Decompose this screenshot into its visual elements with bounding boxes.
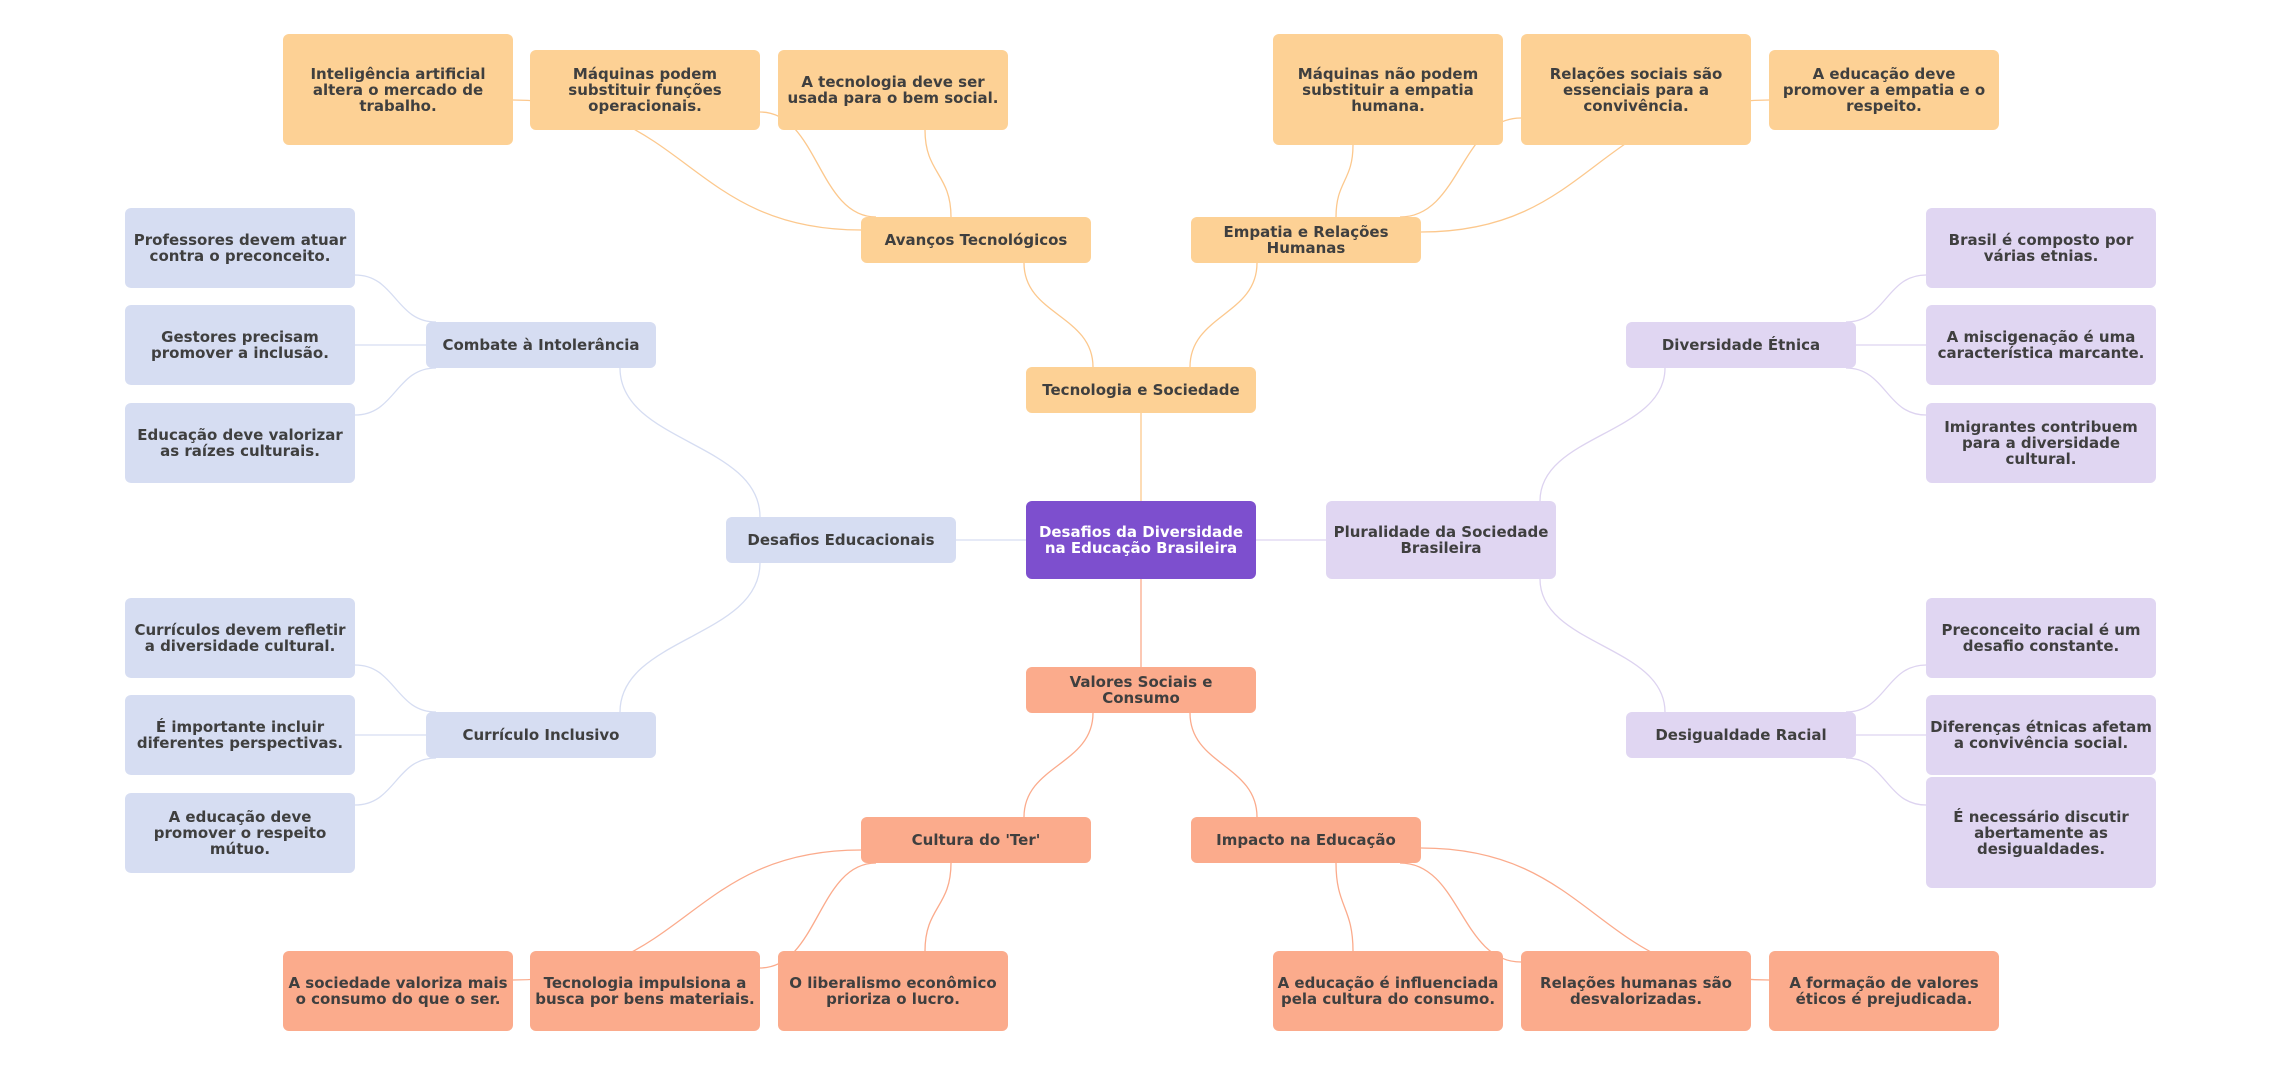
edge-des-curriculo [619, 562, 761, 713]
edge-impacto-leaf2 [1399, 862, 1522, 963]
node-impacto-educacao[interactable]: Impacto na Educação [1191, 817, 1421, 863]
edge-val-impacto [1189, 712, 1258, 818]
edge-avancos-leaf3 [924, 129, 952, 218]
edge-diversidade-leaf3 [1845, 367, 1927, 416]
branch-pluralidade[interactable]: Pluralidade da Sociedade Brasileira [1326, 501, 1556, 579]
leaf-empatia-2[interactable]: Relações sociais são essenciais para a c… [1521, 34, 1751, 145]
edge-cultura-leaf3 [924, 862, 952, 952]
leaf-avancos-1[interactable]: Inteligência artificial altera o mercado… [283, 34, 513, 145]
leaf-avancos-2[interactable]: Máquinas podem substituir funções operac… [530, 50, 760, 130]
edge-val-cultura [1023, 712, 1094, 818]
leaf-combate-3[interactable]: Educação deve valorizar as raízes cultur… [125, 403, 355, 483]
leaf-cultura-3[interactable]: O liberalismo econômico prioriza o lucro… [778, 951, 1008, 1031]
edge-curriculo-leaf1 [354, 664, 437, 713]
leaf-cultura-2[interactable]: Tecnologia impulsiona a busca por bens m… [530, 951, 760, 1031]
leaf-cultura-1[interactable]: A sociedade valoriza mais o consumo do q… [283, 951, 513, 1031]
edge-tec-empatia [1189, 262, 1258, 368]
node-avancos-tecnologicos[interactable]: Avanços Tecnológicos [861, 217, 1091, 263]
edge-diversidade-leaf1 [1845, 274, 1927, 323]
leaf-curriculo-1[interactable]: Currículos devem refletir a diversidade … [125, 598, 355, 678]
leaf-impacto-3[interactable]: A formação de valores éticos é prejudica… [1769, 951, 1999, 1031]
leaf-curriculo-3[interactable]: A educação deve promover o respeito mútu… [125, 793, 355, 873]
leaf-curriculo-2[interactable]: É importante incluir diferentes perspect… [125, 695, 355, 775]
leaf-empatia-3[interactable]: A educação deve promover a empatia e o r… [1769, 50, 1999, 130]
edge-combate-leaf3 [354, 367, 437, 416]
node-combate-intolerancia[interactable]: Combate à Intolerância [426, 322, 656, 368]
leaf-combate-2[interactable]: Gestores precisam promover a inclusão. [125, 305, 355, 385]
edge-curriculo-leaf3 [354, 757, 437, 806]
edge-plu-diversidade [1539, 367, 1666, 502]
leaf-impacto-1[interactable]: A educação é influenciada pela cultura d… [1273, 951, 1503, 1031]
branch-tecnologia-sociedade[interactable]: Tecnologia e Sociedade [1026, 367, 1256, 413]
edge-plu-desigualdade [1539, 578, 1666, 713]
edge-desigualdade-leaf3 [1845, 757, 1927, 806]
node-curriculo-inclusivo[interactable]: Currículo Inclusivo [426, 712, 656, 758]
leaf-desigualdade-1[interactable]: Preconceito racial é um desafio constant… [1926, 598, 2156, 678]
edge-tec-avancos [1023, 262, 1094, 368]
leaf-desigualdade-2[interactable]: Diferenças étnicas afetam a convivência … [1926, 695, 2156, 775]
node-desigualdade-racial[interactable]: Desigualdade Racial [1626, 712, 1856, 758]
leaf-diversidade-3[interactable]: Imigrantes contribuem para a diversidade… [1926, 403, 2156, 483]
leaf-empatia-1[interactable]: Máquinas não podem substituir a empatia … [1273, 34, 1503, 145]
edge-empatia-leaf1 [1335, 144, 1354, 218]
leaf-desigualdade-3[interactable]: É necessário discutir abertamente as des… [1926, 777, 2156, 888]
edge-combate-leaf1 [354, 274, 437, 323]
edge-desigualdade-leaf1 [1845, 664, 1927, 713]
leaf-diversidade-1[interactable]: Brasil é composto por várias etnias. [1926, 208, 2156, 288]
node-empatia-relacoes[interactable]: Empatia e Relações Humanas [1191, 217, 1421, 263]
leaf-impacto-2[interactable]: Relações humanas são desvalorizadas. [1521, 951, 1751, 1031]
edge-impacto-leaf1 [1335, 862, 1354, 952]
node-diversidade-etnica[interactable]: Diversidade Étnica [1626, 322, 1856, 368]
leaf-diversidade-2[interactable]: A miscigenação é uma característica marc… [1926, 305, 2156, 385]
edge-des-combate [619, 367, 761, 518]
root-node[interactable]: Desafios da Diversidade na Educação Bras… [1026, 501, 1256, 579]
branch-desafios-educacionais[interactable]: Desafios Educacionais [726, 517, 956, 563]
node-cultura-do-ter[interactable]: Cultura do 'Ter' [861, 817, 1091, 863]
branch-valores-sociais[interactable]: Valores Sociais e Consumo [1026, 667, 1256, 713]
leaf-combate-1[interactable]: Professores devem atuar contra o preconc… [125, 208, 355, 288]
leaf-avancos-3[interactable]: A tecnologia deve ser usada para o bem s… [778, 50, 1008, 130]
